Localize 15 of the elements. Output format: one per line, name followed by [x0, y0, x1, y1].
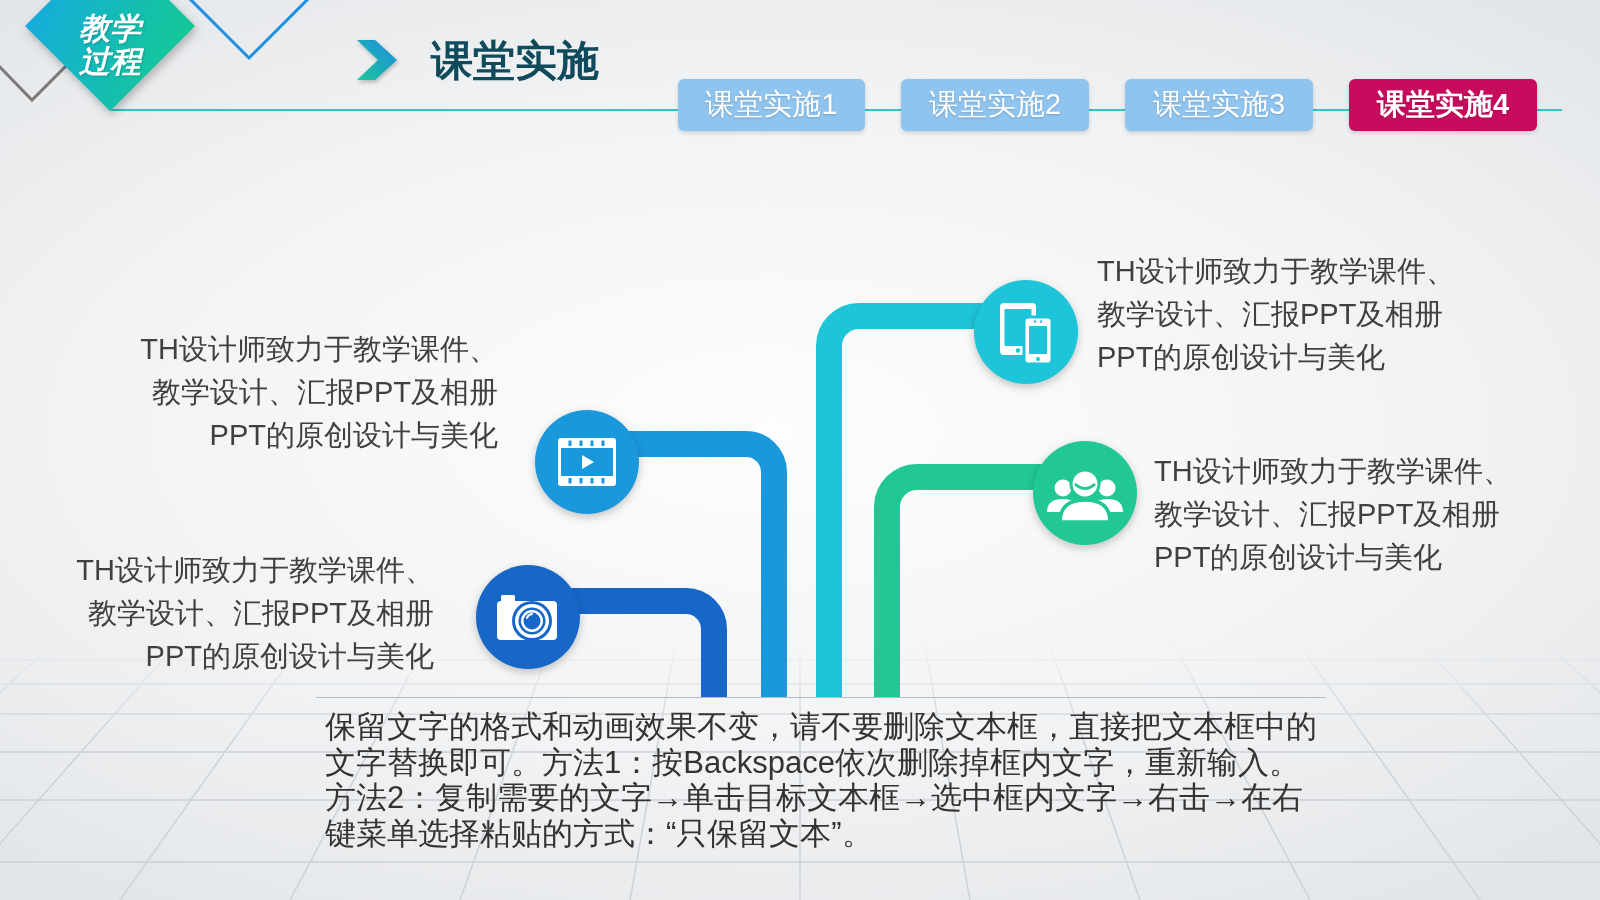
description-text: TH设计师致力于教学课件、教学设计、汇报PPT及相册PPT的原创设计与美化 — [1097, 254, 1456, 375]
connector-pipe — [571, 588, 727, 697]
section-tab: 课堂实施1 — [678, 79, 865, 131]
description-text: TH设计师致力于教学课件、教学设计、汇报PPT及相册PPT的原创设计与美化 — [139, 332, 498, 453]
description-text: TH设计师致力于教学课件、教学设计、汇报PPT及相册PPT的原创设计与美化 — [1154, 454, 1513, 575]
connector-pipe — [874, 464, 1042, 697]
page-title: 课堂实施 — [431, 36, 599, 86]
current-section-tab: 课堂实施4 — [1349, 79, 1537, 131]
description-text: TH设计师致力于教学课件、教学设计、汇报PPT及相册PPT的原创设计与美化 — [75, 553, 434, 674]
section-tab: 课堂实施3 — [1125, 79, 1313, 131]
section-tab: 课堂实施2 — [901, 79, 1089, 131]
instruction-paragraph: 保留文字的格式和动画效果不变，请不要删除文本框，直接把文本框中的文字替换即可。方法1：按Backspace依次删除掉框内文字，重新输入。方法2：复制需要的文字→单击目标文本框→选中框内文字→右击→在右键菜单选择粘贴的方式：“只保留文本”。 — [316, 697, 1326, 851]
connector-pipe — [816, 303, 983, 697]
section-label: 教学过程 — [74, 12, 146, 78]
connector-pipe — [628, 431, 787, 697]
